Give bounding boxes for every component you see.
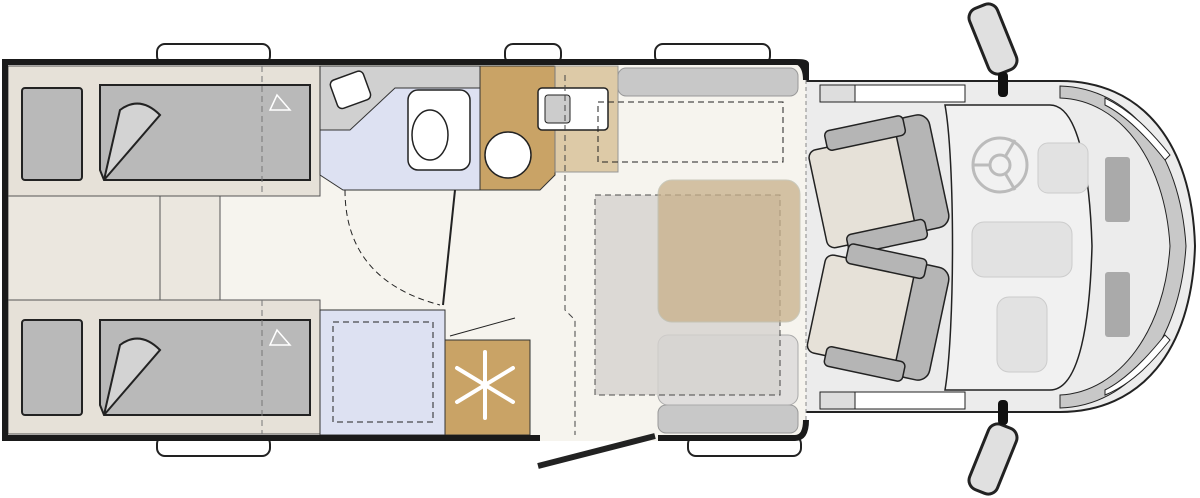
washbasin-icon <box>329 70 372 110</box>
dinette <box>564 67 801 435</box>
kitchen <box>479 65 619 191</box>
snowflake-icon <box>455 350 515 420</box>
hanger-icon <box>268 93 292 346</box>
hob-icon <box>484 131 532 179</box>
steering-wheel-icon <box>971 136 1029 194</box>
rear-beds <box>7 65 321 435</box>
toilet-icon <box>407 89 471 171</box>
fridge <box>444 317 531 436</box>
bathroom <box>319 65 481 436</box>
mirror-icon <box>967 2 1019 496</box>
entry-door[interactable] <box>537 433 656 469</box>
bed-icon <box>21 84 311 416</box>
body-outline <box>2 59 809 441</box>
cab-seats <box>806 114 950 382</box>
